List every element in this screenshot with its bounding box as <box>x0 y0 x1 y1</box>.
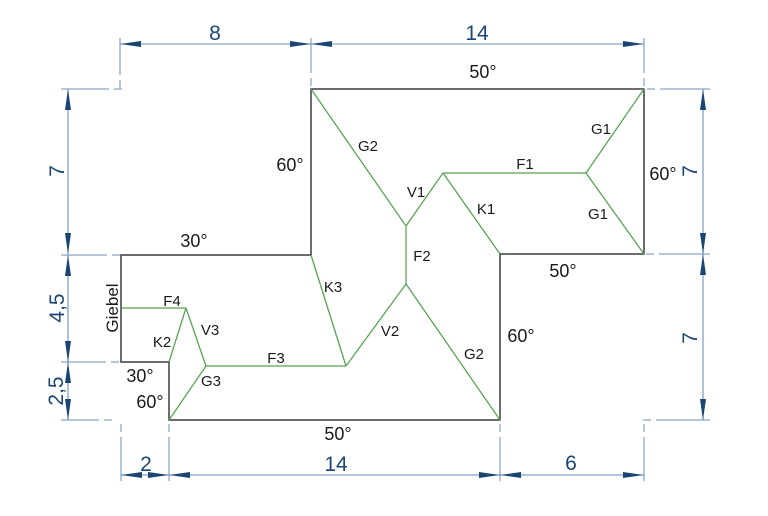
dimension-value-right-7-lower: 7 <box>679 332 702 344</box>
dimension-arrow <box>65 255 71 276</box>
dimension-arrow <box>290 41 311 47</box>
angle-label-6: 30° <box>126 366 153 386</box>
dimension-arrow <box>65 89 71 110</box>
dimension-arrow <box>169 472 190 478</box>
roof-line-V1 <box>405 172 444 227</box>
dimension-arrow <box>500 472 521 478</box>
dimension-arrow <box>148 472 169 478</box>
roof-line-G1-upper <box>585 88 645 174</box>
dimension-value-top-8: 8 <box>209 22 221 45</box>
dimension-arrow <box>120 41 141 47</box>
dimension-value-right-7-upper: 7 <box>679 165 702 177</box>
building-outline <box>120 88 645 421</box>
roof-label-g1-1: G1 <box>591 121 611 138</box>
roof-label-g1-3: G1 <box>588 206 608 223</box>
roof-line-G2-upper <box>310 88 407 227</box>
angle-label-8: 50° <box>324 424 351 444</box>
roof-line-G2-lower <box>405 283 501 421</box>
angle-label-7: 60° <box>136 392 163 412</box>
dimension-value-left-4-5: 4,5 <box>46 293 69 322</box>
roof-line-K1 <box>442 172 501 255</box>
angle-label-2: 30° <box>180 231 207 251</box>
dimension-arrow <box>700 399 706 420</box>
dimension-arrow <box>700 233 706 254</box>
dimension-value-bottom-2: 2 <box>140 453 152 476</box>
roof-label-g2-0: G2 <box>358 138 378 155</box>
dimension-arrow <box>311 41 332 47</box>
roof-line-G3 <box>168 365 207 421</box>
dimension-arrow <box>700 254 706 275</box>
angle-label-5: 60° <box>507 326 534 346</box>
roof-line-K3 <box>310 254 347 367</box>
roof-label-f4-11: F4 <box>163 293 181 310</box>
roof-label-v3-13: V3 <box>201 322 219 339</box>
dimension-arrow <box>623 472 644 478</box>
angle-label-0: 50° <box>469 62 496 82</box>
roof-label-g2-9: G2 <box>464 346 484 363</box>
roof-label-k1-4: K1 <box>477 201 495 218</box>
dimension-arrow <box>623 41 644 47</box>
dimension-arrow <box>65 233 71 254</box>
dimension-value-left-7: 7 <box>46 165 69 177</box>
dimension-arrow <box>479 472 500 478</box>
dimension-value-bottom-6: 6 <box>565 452 577 475</box>
roof-label-g3-14: G3 <box>201 373 221 390</box>
dimension-arrow <box>65 341 71 362</box>
dimension-arrow <box>65 399 71 420</box>
roof-label-v1-5: V1 <box>407 184 425 201</box>
roof-line-G1-lower <box>585 172 645 255</box>
dimension-value-top-14: 14 <box>465 22 489 45</box>
dimension-value-left-2-5: 2,5 <box>45 376 68 405</box>
roof-label-f2-6: F2 <box>413 248 431 265</box>
roof-line-V3 <box>185 307 207 367</box>
roof-label-v2-8: V2 <box>381 323 399 340</box>
angle-label-1: 60° <box>276 155 303 175</box>
roof-line-V2 <box>345 283 407 367</box>
roof-label-f1-2: F1 <box>516 156 534 173</box>
angle-label-3: 60° <box>649 164 676 184</box>
roof-line-K2 <box>168 307 187 363</box>
dimension-value-bottom-14: 14 <box>324 453 348 476</box>
roof-label-k2-12: K2 <box>153 334 171 351</box>
dimension-arrow <box>121 472 142 478</box>
gable-label: Giebel <box>103 283 122 332</box>
roof-label-k3-7: K3 <box>324 279 342 296</box>
dimension-arrow <box>700 89 706 110</box>
roof-label-f3-10: F3 <box>267 350 285 367</box>
dimension-arrow <box>65 362 71 383</box>
angle-label-4: 50° <box>549 261 576 281</box>
